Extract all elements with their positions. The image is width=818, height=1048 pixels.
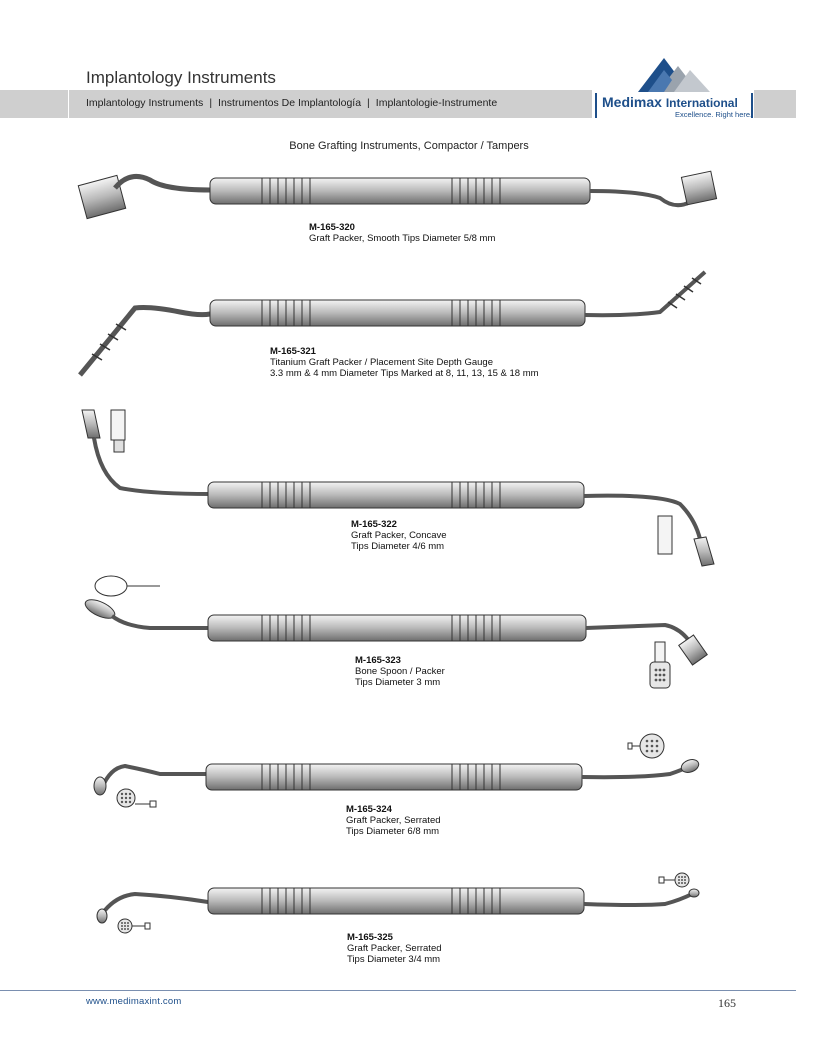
subtitle-english: Implantology Instruments (86, 97, 204, 109)
product-description: Tips Diameter 3/4 mm (347, 954, 441, 965)
product-caption: M-165-321 Titanium Graft Packer / Placem… (270, 346, 539, 379)
header-divider (68, 90, 69, 118)
product-code: M-165-321 (270, 346, 316, 357)
instrument-illustration (96, 872, 700, 934)
subtitle-german: Implantologie-Instrumente (375, 97, 498, 109)
subtitle-spanish: Instrumentos De Implantología (218, 97, 362, 109)
page-title: Implantology Instruments (86, 68, 276, 87)
product-caption: M-165-323 Bone Spoon / Packer Tips Diame… (355, 655, 445, 688)
product-description: Graft Packer, Serrated (347, 943, 442, 954)
product-description: Tips Diameter 3 mm (355, 677, 441, 688)
logo-mountain-icon (638, 58, 710, 92)
logo-bar-right (751, 93, 753, 118)
product-description: Graft Packer, Serrated (346, 815, 441, 826)
product-code: M-165-320 (309, 222, 355, 233)
instrument-illustration (93, 733, 700, 808)
section-title: Bone Grafting Instruments, Compactor / T… (0, 140, 818, 152)
product-caption: M-165-322 Graft Packer, Concave Tips Dia… (351, 519, 447, 552)
product-code: M-165-323 (355, 655, 401, 666)
product-description: Graft Packer, Concave (351, 530, 447, 541)
logo-bar-left (595, 93, 597, 118)
page-number: 165 (718, 996, 736, 1010)
product-caption: M-165-320 Graft Packer, Smooth Tips Diam… (309, 222, 495, 244)
product-description: 3.3 mm & 4 mm Diameter Tips Marked at 8,… (270, 368, 539, 379)
product-caption: M-165-324 Graft Packer, Serrated Tips Di… (346, 804, 441, 837)
instrument-illustration (84, 575, 708, 689)
header-subtitle: Implantology Instruments | Instrumentos De… (86, 97, 497, 109)
product-code: M-165-322 (351, 519, 397, 530)
subtitle-separator: | (209, 97, 213, 109)
section-title-text: Bone Grafting Instruments, Compactor / T… (289, 140, 529, 152)
logo-tagline: Excellence. Right here. (675, 110, 753, 119)
footer-divider (0, 990, 796, 991)
logo-name-suffix: International (665, 96, 738, 110)
instrument-illustration (77, 170, 718, 220)
product-description: Tips Diameter 6/8 mm (346, 826, 440, 837)
logo-background (592, 90, 754, 120)
logo-name: Medimax (602, 94, 662, 110)
product-description: Tips Diameter 4/6 mm (351, 541, 445, 552)
logo-wordmark: Medimax International (602, 94, 738, 110)
product-caption: M-165-325 Graft Packer, Serrated Tips Di… (347, 932, 442, 965)
product-code: M-165-325 (347, 932, 393, 943)
product-description: Titanium Graft Packer / Placement Site D… (270, 357, 493, 368)
subtitle-separator: | (367, 97, 370, 109)
instrument-illustration (78, 270, 707, 377)
product-code: M-165-324 (346, 804, 392, 815)
product-description: Bone Spoon / Packer (355, 666, 445, 677)
footer-website-link[interactable]: www.medimaxint.com (86, 996, 182, 1007)
instrument-illustration (81, 409, 715, 567)
product-description: Graft Packer, Smooth Tips Diameter 5/8 m… (309, 233, 496, 244)
